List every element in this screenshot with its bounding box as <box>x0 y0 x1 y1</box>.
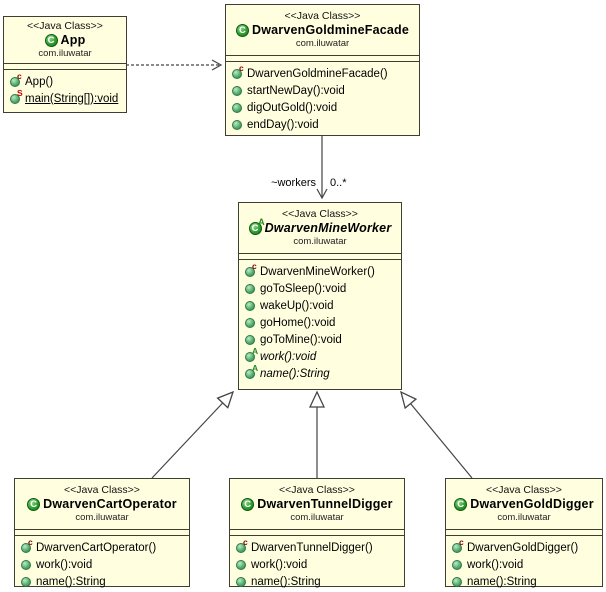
class-header: <<Java Class>> C DwarvenCartOperator com… <box>15 479 189 529</box>
methods-compartment: c App() S main(String[]):void <box>4 69 126 112</box>
class-header: <<Java Class>> C DwarvenGoldmineFacade c… <box>226 5 419 55</box>
package-label: com.iluwatar <box>75 512 129 523</box>
method-icon <box>232 119 242 130</box>
class-box-dwarvengolddigger[interactable]: <<Java Class>> C DwarvenGoldDigger com.i… <box>445 478 603 590</box>
method-row[interactable]: c DwarvenCartOperator() <box>21 537 189 556</box>
class-box-app[interactable]: <<Java Class>> C App com.iluwatar c App(… <box>3 16 127 113</box>
class-icon: C <box>454 497 468 511</box>
package-label: com.iluwatar <box>295 38 350 49</box>
generalization-edge-cartoperator[interactable] <box>151 392 233 479</box>
attributes-compartment <box>15 529 189 535</box>
method-row[interactable]: S main(String[]):void <box>10 88 126 107</box>
method-row[interactable]: goHome():void <box>245 314 401 331</box>
class-box-dwarvencartoperator[interactable]: <<Java Class>> C DwarvenCartOperator com… <box>14 478 190 590</box>
method-row[interactable]: work():void <box>236 556 404 573</box>
attributes-compartment <box>239 253 401 259</box>
methods-compartment: c DwarvenMineWorker() goToSleep():void w… <box>239 259 401 389</box>
method-icon <box>236 559 246 570</box>
stereotype-label: <<Java Class>> <box>64 484 140 496</box>
stereotype-label: <<Java Class>> <box>284 10 361 22</box>
class-icon: C <box>235 23 249 37</box>
method-row[interactable]: wakeUp():void <box>245 297 401 314</box>
stereotype-label: <<Java Class>> <box>486 484 562 496</box>
method-icon <box>452 559 462 570</box>
methods-compartment: c DwarvenGoldmineFacade() startNewDay():… <box>226 61 419 135</box>
method-icon <box>236 576 246 587</box>
method-icon: c <box>452 537 464 553</box>
attributes-compartment <box>4 63 126 69</box>
attributes-compartment <box>226 55 419 61</box>
method-row[interactable]: name():String <box>236 573 404 590</box>
method-row[interactable]: digOutGold():void <box>232 99 419 116</box>
attributes-compartment <box>446 529 602 535</box>
method-row[interactable]: c DwarvenGoldDigger() <box>452 537 602 556</box>
package-label: com.iluwatar <box>290 512 344 523</box>
method-icon: c <box>21 537 33 553</box>
class-icon: C <box>27 497 41 511</box>
class-icon: C <box>44 33 58 47</box>
methods-compartment: c DwarvenGoldDigger() work():void name()… <box>446 535 602 590</box>
class-name: DwarvenGoldDigger <box>470 497 594 511</box>
package-label: com.iluwatar <box>293 236 347 247</box>
method-row[interactable]: startNewDay():void <box>232 82 419 99</box>
generalization-edge-golddigger[interactable] <box>401 392 473 479</box>
class-header: <<Java Class>> C App com.iluwatar <box>4 17 126 63</box>
class-box-dwarventunneldigger[interactable]: <<Java Class>> C DwarvenTunnelDigger com… <box>229 478 405 590</box>
attributes-compartment <box>230 529 404 535</box>
method-row[interactable]: name():String <box>21 573 189 590</box>
class-box-dwarvengoldminefacade[interactable]: <<Java Class>> C DwarvenGoldmineFacade c… <box>225 4 420 136</box>
stereotype-label: <<Java Class>> <box>27 20 103 32</box>
method-icon: c <box>245 261 257 277</box>
method-row[interactable]: work():void <box>21 556 189 573</box>
method-icon <box>21 559 31 570</box>
class-name: DwarvenCartOperator <box>43 497 177 511</box>
class-name: DwarvenGoldmineFacade <box>251 23 410 37</box>
method-icon <box>452 576 462 587</box>
stereotype-label: <<Java Class>> <box>282 208 358 220</box>
method-icon: A <box>245 346 258 362</box>
method-row[interactable]: c DwarvenTunnelDigger() <box>236 537 404 556</box>
method-icon <box>232 85 242 96</box>
class-name: DwarvenTunnelDigger <box>257 497 393 511</box>
package-label: com.iluwatar <box>38 48 92 59</box>
method-icon: S <box>10 88 23 104</box>
method-row[interactable]: goToSleep():void <box>245 280 401 297</box>
class-name: App <box>60 33 86 47</box>
class-name: DwarvenMineWorker <box>264 221 392 235</box>
class-header: <<Java Class>> C DwarvenGoldDigger com.i… <box>446 479 602 529</box>
method-icon: A <box>245 363 258 379</box>
class-icon: C <box>241 497 255 511</box>
stereotype-label: <<Java Class>> <box>279 484 355 496</box>
method-icon <box>21 576 31 587</box>
method-row[interactable]: c App() <box>10 71 126 90</box>
method-icon <box>245 300 255 311</box>
methods-compartment: c DwarvenCartOperator() work():void name… <box>15 535 189 590</box>
method-icon: c <box>232 63 244 79</box>
method-row[interactable]: goToMine():void <box>245 331 401 348</box>
method-row[interactable]: A name():String <box>245 363 401 382</box>
method-row[interactable]: name():String <box>452 573 602 590</box>
method-icon <box>245 283 255 294</box>
method-icon: c <box>10 71 22 87</box>
method-row[interactable]: c DwarvenGoldmineFacade() <box>232 63 419 82</box>
package-label: com.iluwatar <box>497 512 551 523</box>
class-header: <<Java Class>> C DwarvenTunnelDigger com… <box>230 479 404 529</box>
method-row[interactable]: A work():void <box>245 346 401 365</box>
method-icon <box>232 102 242 113</box>
method-row[interactable]: work():void <box>452 556 602 573</box>
method-icon <box>245 317 255 328</box>
association-role-label: ~workers <box>271 177 316 189</box>
methods-compartment: c DwarvenTunnelDigger() work():void name… <box>230 535 404 590</box>
method-row[interactable]: endDay():void <box>232 116 419 133</box>
method-icon <box>245 334 255 345</box>
association-multiplicity-label: 0..* <box>330 177 347 189</box>
method-icon: c <box>236 537 248 553</box>
method-row[interactable]: c DwarvenMineWorker() <box>245 261 401 280</box>
